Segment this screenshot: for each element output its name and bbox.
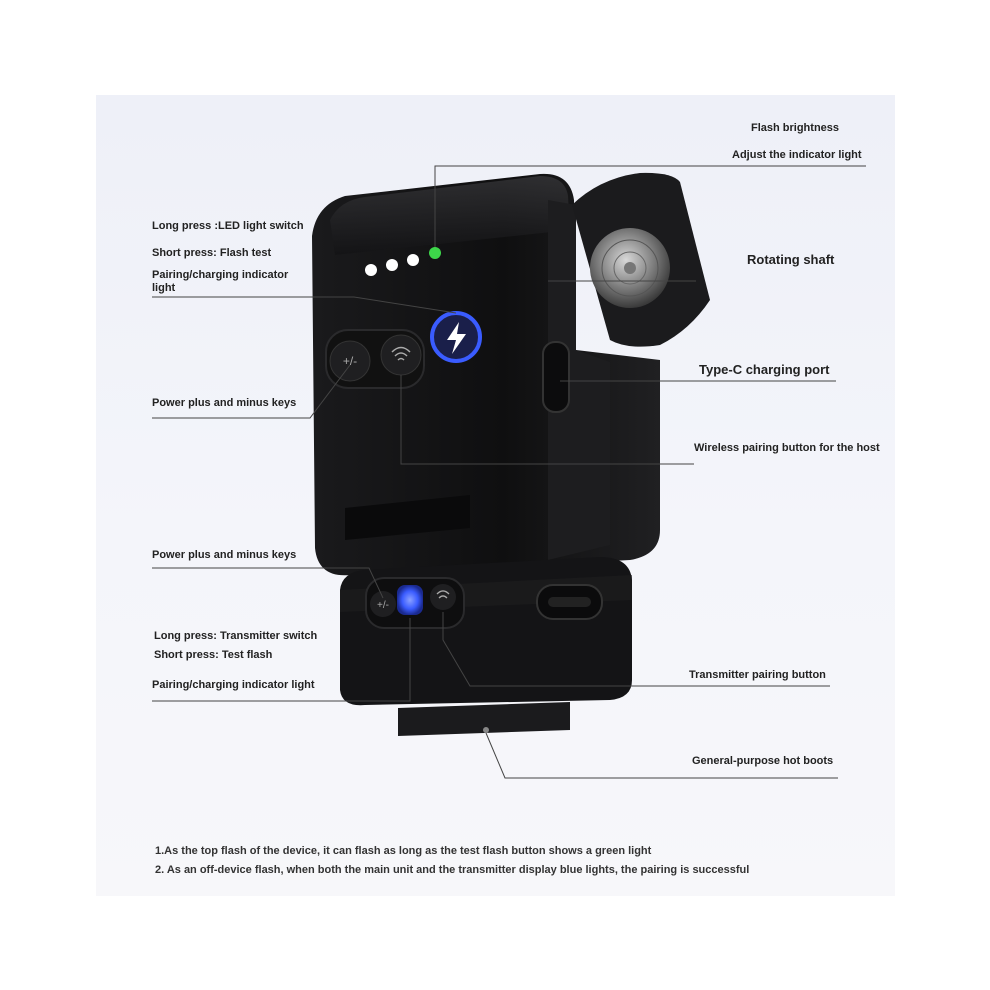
label-pairing-indicator-bottom: Pairing/charging indicator light: [152, 679, 315, 691]
main-body-top: [330, 176, 570, 255]
lightning-icon: [447, 322, 466, 354]
indicator-dot-1: [365, 264, 377, 276]
wifi-icon-bottom: [436, 590, 450, 599]
minus-plus-key-top: [329, 340, 371, 382]
mount-slot: [345, 495, 470, 540]
label-pairing-indicator-top: Pairing/charging indicator light: [152, 269, 289, 294]
label-long-press-transmitter: Long press: Transmitter switch: [154, 630, 318, 642]
label-type-c-port: Type-C charging port: [699, 362, 830, 377]
note-1: 1.As the top flash of the device, it can…: [155, 845, 652, 857]
label-wireless-pairing: Wireless pairing button for the host: [694, 442, 880, 454]
label-power-keys-top: Power plus and minus keys: [152, 397, 297, 409]
minus-plus-key-bottom-label: +/-: [377, 600, 389, 611]
wifi-icon-top: [391, 346, 411, 361]
label-short-press-flash: Short press: Flash test: [152, 247, 272, 259]
label-adjust-indicator: Adjust the indicator light: [732, 149, 862, 161]
label-long-press-led: Long press :LED light switch: [152, 220, 304, 232]
minus-plus-key-top-label: +/-: [343, 354, 357, 368]
indicator-dot-green: [429, 247, 441, 259]
indicator-dot-3: [407, 254, 419, 266]
label-hot-boots: General-purpose hot boots: [692, 755, 834, 767]
transmitter-indicator-light: [397, 585, 423, 615]
wireless-key-top: [380, 334, 422, 376]
label-rotating-shaft: Rotating shaft: [747, 252, 835, 267]
label-short-press-test: Short press: Test flash: [154, 649, 273, 661]
type-c-port: [542, 341, 570, 413]
label-flash-brightness: Flash brightness: [751, 122, 840, 134]
indicator-dot-2: [386, 259, 398, 271]
label-power-keys-bottom: Power plus and minus keys: [152, 549, 297, 561]
leader-lines: [152, 165, 866, 779]
note-2: 2. As an off-device flash, when both the…: [155, 864, 750, 876]
label-transmitter-pairing: Transmitter pairing button: [689, 669, 826, 681]
main-body-side: [548, 200, 610, 560]
hot-shoe: [398, 702, 570, 736]
